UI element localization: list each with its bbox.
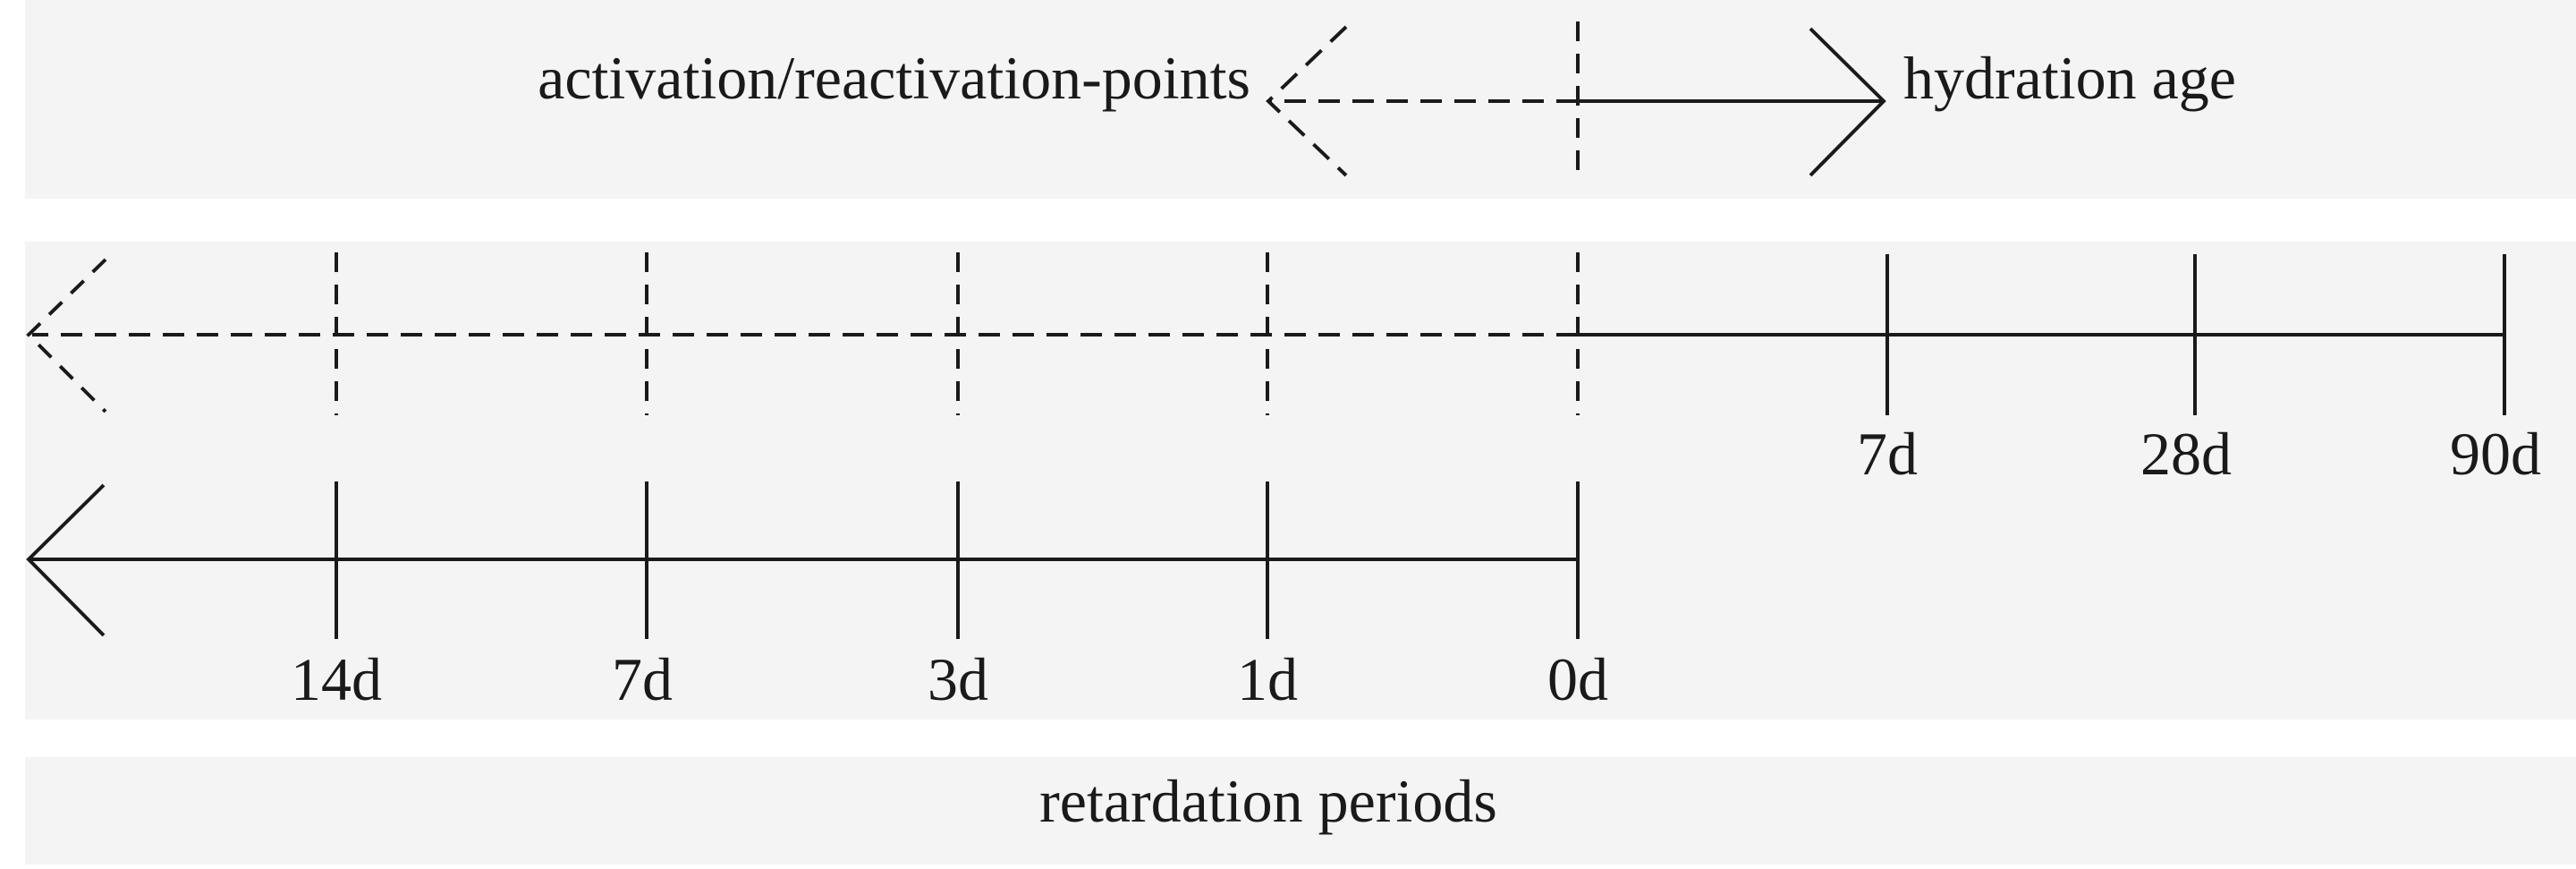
band-middle (25, 242, 2576, 476)
hydration-arrowhead-icon (1809, 27, 1886, 177)
hydration-tick-label: 28d (2140, 420, 2232, 488)
retardation-periods-label: retardation periods (1039, 767, 1497, 835)
activation-reactivation-label: activation/reactivation-points (538, 44, 1250, 112)
retardation-arrowhead-icon (26, 483, 106, 637)
band-lower (25, 476, 2576, 720)
band-bottom (25, 757, 2576, 865)
hydration-tick-label: 90d (2450, 420, 2541, 488)
retardation-tick-label: 7d (612, 645, 673, 713)
activation-axis-arrowhead-icon (26, 258, 107, 413)
retardation-tick-label: 14d (291, 645, 382, 713)
hydration-age-label: hydration age (1903, 44, 2236, 112)
retardation-tick-label: 1d (1237, 645, 1298, 713)
retardation-tick-label: 3d (928, 645, 988, 713)
hydration-tick-label: 7d (1857, 420, 1918, 488)
retardation-tick-label: 0d (1547, 645, 1608, 713)
activation-arrowhead-icon (1266, 25, 1348, 177)
